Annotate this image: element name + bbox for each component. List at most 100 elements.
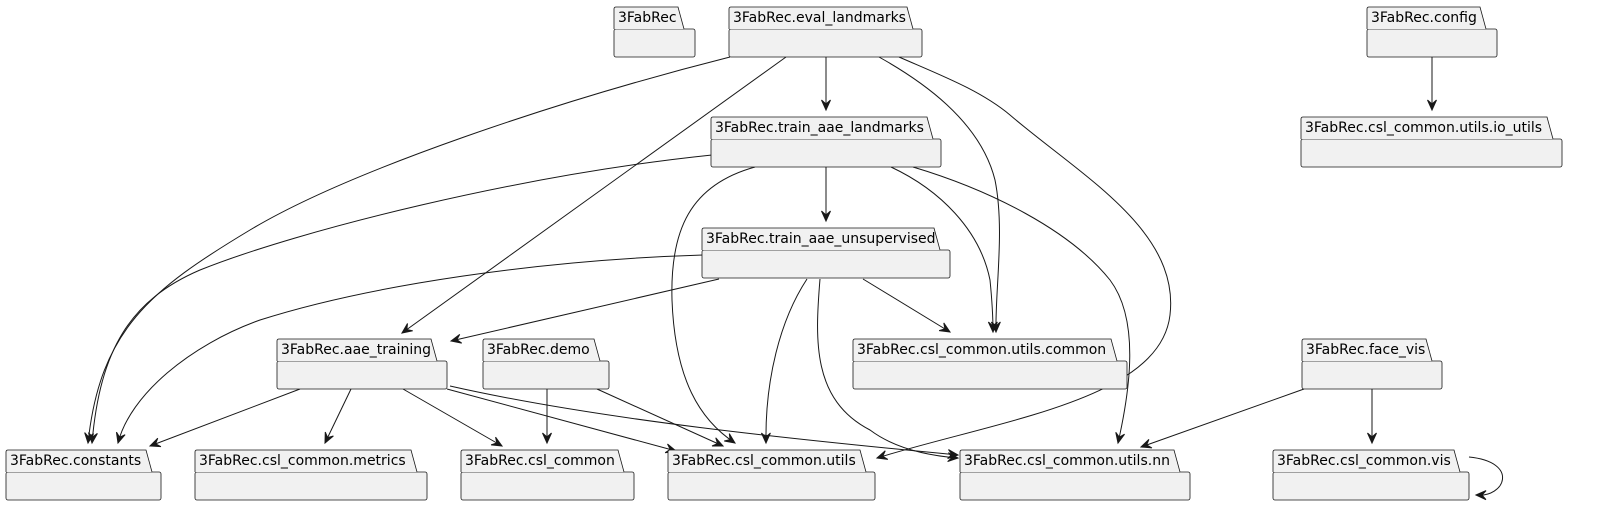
edge-face-vis-to-nn: [1139, 388, 1305, 449]
edge-train-un-to-constants: [115, 254, 704, 445]
package-aae-tab: [276, 338, 438, 362]
edge-vis-to-vis: [1468, 456, 1504, 501]
package-metrics[interactable]: 3FabRec.csl_common.metrics: [194, 449, 428, 501]
edge-train-lm-to-train-un-arrowhead: [821, 210, 831, 223]
edge-train-un-to-ucommon: [862, 278, 952, 333]
edge-face-vis-to-nn-line: [1140, 388, 1305, 448]
package-face-vis[interactable]: 3FabRec.face_vis: [1301, 338, 1443, 390]
edge-eval-to-train-lm: [821, 57, 831, 112]
edge-aae-to-metrics-line: [324, 388, 352, 444]
edge-eval-to-ucommon-line: [878, 56, 1000, 333]
edge-train-un-to-aae-arrowhead: [449, 333, 463, 344]
package-common-tab: [460, 449, 625, 473]
package-face-vis-body: [1301, 360, 1443, 390]
edge-train-lm-to-utils-arrowhead: [724, 433, 737, 444]
package-train-un-body: [701, 249, 951, 279]
package-io-utils-tab: [1300, 116, 1554, 140]
package-aae-label: 3FabRec.aae_training: [281, 342, 431, 358]
package-constants[interactable]: 3FabRec.constants: [5, 449, 162, 501]
edge-train-lm-to-ucommon-arrowhead: [987, 321, 998, 334]
edge-demo-to-common: [542, 389, 552, 445]
edge-train-lm-to-constants-line: [91, 154, 713, 444]
edge-train-un-to-nn-line: [817, 278, 959, 459]
package-io-utils[interactable]: 3FabRec.csl_common.utils.io_utils: [1300, 116, 1563, 168]
edge-aae-to-constants-line: [149, 388, 301, 447]
package-config-body: [1366, 28, 1498, 58]
package-face-vis-tab: [1301, 338, 1433, 362]
package-vis-tab: [1272, 449, 1461, 473]
package-demo-label: 3FabRec.demo: [487, 342, 590, 358]
package-eval-tab: [728, 6, 914, 30]
edge-aae-to-constants: [148, 388, 301, 448]
package-demo[interactable]: 3FabRec.demo: [482, 338, 610, 390]
package-constants-label: 3FabRec.constants: [10, 453, 141, 469]
package-constants-body: [5, 471, 162, 501]
package-ucommon-tab: [852, 338, 1118, 362]
package-config[interactable]: 3FabRec.config: [1366, 6, 1498, 58]
edge-aae-to-nn-arrowhead: [947, 449, 960, 460]
edge-train-lm-to-utils-line: [671, 166, 756, 444]
edge-train-un-to-ucommon-arrowhead: [938, 322, 952, 333]
package-root-body: [613, 28, 696, 58]
package-train-lm[interactable]: 3FabRec.train_aae_landmarks: [710, 116, 942, 168]
edge-train-un-to-aae: [449, 278, 720, 344]
package-aae[interactable]: 3FabRec.aae_training: [276, 338, 448, 390]
edges-layer: [84, 56, 1504, 501]
package-utils-label: 3FabRec.csl_common.utils: [672, 453, 856, 469]
edge-train-lm-to-ucommon: [890, 166, 998, 334]
edge-train-lm-to-nn-arrowhead: [1115, 431, 1125, 445]
package-metrics-label: 3FabRec.csl_common.metrics: [199, 453, 406, 469]
package-common-label: 3FabRec.csl_common: [465, 453, 615, 469]
edge-eval-to-aae-line: [401, 56, 787, 334]
package-utils[interactable]: 3FabRec.csl_common.utils: [667, 449, 876, 501]
edge-train-un-to-utils: [760, 278, 808, 445]
package-common[interactable]: 3FabRec.csl_common: [460, 449, 635, 501]
package-train-lm-label: 3FabRec.train_aae_landmarks: [715, 120, 924, 136]
edge-aae-to-utils: [446, 388, 678, 454]
package-nn-body: [959, 471, 1191, 501]
edge-eval-to-ucommon: [878, 56, 1001, 334]
edge-train-un-to-constants-arrowhead: [115, 431, 126, 445]
package-ucommon[interactable]: 3FabRec.csl_common.utils.common: [852, 338, 1128, 390]
package-metrics-tab: [194, 449, 418, 473]
package-root-tab: [613, 6, 685, 30]
edge-aae-to-common: [402, 388, 504, 447]
package-eval-label: 3FabRec.eval_landmarks: [733, 10, 906, 26]
package-train-un-label: 3FabRec.train_aae_unsupervised: [706, 231, 936, 247]
package-vis-label: 3FabRec.csl_common.vis: [1277, 453, 1451, 469]
package-train-lm-body: [710, 138, 942, 168]
edge-face-vis-to-vis: [1367, 389, 1377, 445]
edge-train-lm-to-constants: [87, 154, 713, 445]
edge-face-vis-to-vis-arrowhead: [1367, 432, 1377, 445]
edge-train-lm-to-nn-line: [912, 166, 1131, 444]
package-vis[interactable]: 3FabRec.csl_common.vis: [1272, 449, 1470, 501]
package-constants-tab: [5, 449, 153, 473]
package-vis-body: [1272, 471, 1470, 501]
edge-eval-to-train-lm-arrowhead: [821, 99, 831, 112]
edge-vis-to-vis-arrowhead: [1474, 490, 1487, 501]
package-utils-body: [667, 471, 876, 501]
edge-eval-to-aae-arrowhead: [401, 323, 413, 334]
edge-config-to-io-utils: [1427, 57, 1437, 112]
edge-train-lm-to-train-un: [821, 167, 831, 223]
edge-eval-to-utils: [875, 56, 1172, 460]
edge-aae-to-metrics: [324, 388, 352, 445]
package-eval[interactable]: 3FabRec.eval_landmarks: [728, 6, 923, 58]
package-root[interactable]: 3FabRec: [613, 6, 696, 58]
edge-aae-to-common-line: [402, 388, 503, 447]
edge-train-lm-to-constants-arrowhead: [87, 432, 98, 445]
package-nn[interactable]: 3FabRec.csl_common.utils.nn: [959, 449, 1191, 501]
edge-aae-to-nn-line: [449, 385, 959, 456]
edge-vis-to-vis-line: [1468, 456, 1504, 496]
package-nn-tab: [959, 449, 1181, 473]
edge-train-lm-to-ucommon-line: [890, 166, 994, 333]
package-utils-tab: [667, 449, 867, 473]
edge-train-un-to-utils-line: [765, 278, 808, 444]
edge-eval-to-aae: [401, 56, 787, 334]
edge-aae-to-nn: [449, 385, 960, 460]
package-io-utils-body: [1300, 138, 1563, 168]
package-nn-label: 3FabRec.csl_common.utils.nn: [964, 453, 1170, 469]
package-train-un[interactable]: 3FabRec.train_aae_unsupervised: [701, 227, 951, 279]
package-train-lm-tab: [710, 116, 934, 140]
